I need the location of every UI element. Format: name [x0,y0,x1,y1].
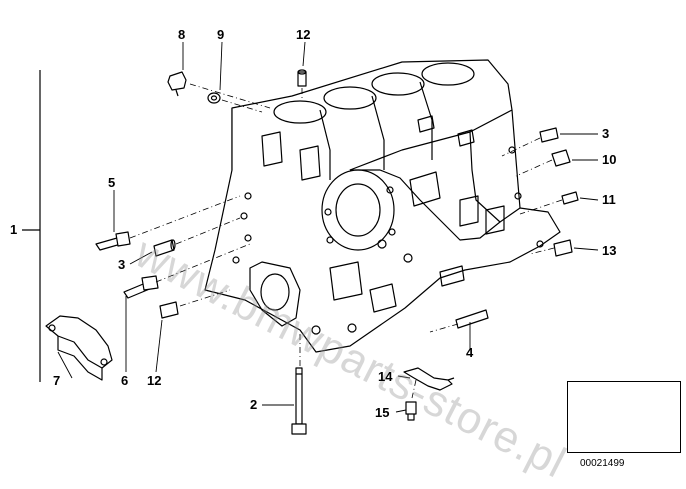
callout-12-bottom: 12 [147,373,162,388]
part-5-stud [95,231,131,251]
callout-14: 14 [378,369,393,384]
diagram-code: 00021499 [580,458,625,469]
part-6-bolt [123,275,159,299]
vehicle-inset [567,381,681,453]
callout-6: 6 [121,373,129,388]
part-3-sleeve-right [539,127,559,143]
callout-13: 13 [602,243,617,258]
part-7-bearing-shell [45,315,113,381]
part-12-sleeve-upper [297,69,307,87]
part-12-sleeve-lower [159,301,179,319]
callout-15: 15 [375,405,390,420]
callout-1: 1 [10,222,18,237]
callout-4: 4 [466,345,474,360]
part-9-washer [207,92,221,104]
callout-3-right: 3 [602,126,610,141]
callout-7: 7 [53,373,61,388]
part-8-bolt [167,71,187,97]
part-13-sleeve [553,239,573,257]
part-4-stud [455,309,489,329]
assembly-lines [129,83,563,399]
part-2-long-bolt [291,367,307,435]
part-10-plug [551,149,571,167]
callout-11: 11 [602,192,616,207]
callout-3-left: 3 [118,257,126,272]
leader-lines [57,41,599,413]
callout-10: 10 [602,152,617,167]
part-11-sleeve [561,191,579,205]
callout-8: 8 [178,27,186,42]
part-3-sleeve-left [153,239,176,257]
callout-12-top: 12 [296,27,311,42]
callout-5: 5 [108,175,116,190]
part-14-bracket [403,367,455,391]
callout-9: 9 [217,27,225,42]
callout-2: 2 [250,397,258,412]
